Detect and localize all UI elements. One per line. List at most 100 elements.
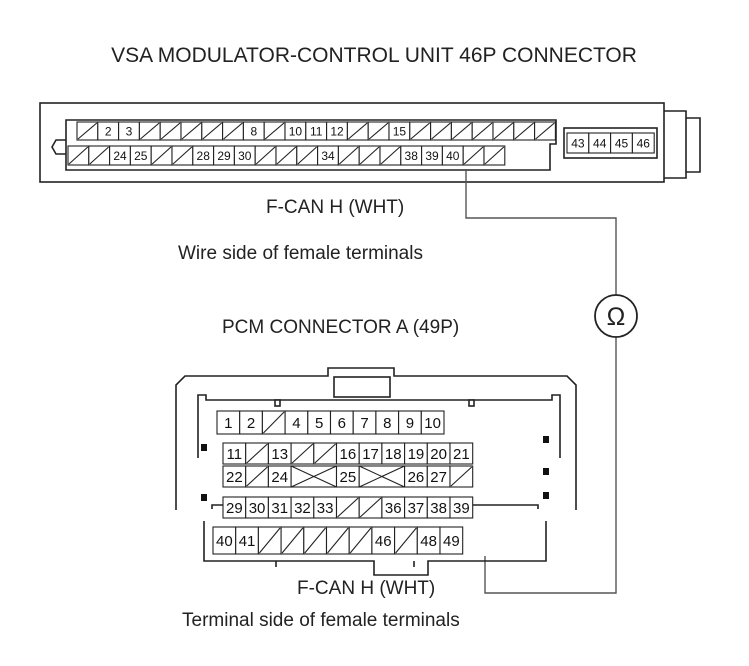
pin-number: 48 [420, 533, 437, 550]
pcm-pin: 27 [426, 465, 451, 488]
vsa-pin [337, 145, 360, 166]
vsa-pin: 15 [388, 121, 411, 141]
vsa-pin [296, 145, 319, 166]
pin-number: 24 [271, 469, 288, 486]
vsa-pin: 45 [610, 132, 633, 154]
pcm-pin: 26 [404, 465, 428, 488]
pin-number: 39 [425, 149, 439, 163]
pcm-pin: 22 [222, 465, 247, 488]
pin-number: 19 [408, 446, 425, 463]
vsa-pin [150, 145, 173, 166]
pcm-pin [394, 526, 418, 555]
vsa-pin [346, 121, 369, 141]
pcm-blank-cavity [358, 465, 406, 488]
pin-number: 24 [113, 149, 127, 163]
pcm-pin: 19 [404, 442, 428, 465]
pcm-pin: 32 [290, 496, 315, 519]
pin-number: 11 [310, 124, 323, 138]
vsa-signal-label: F-CAN H (WHT) [266, 197, 404, 218]
pin-number: 10 [289, 124, 303, 138]
pcm-latch-marks [201, 436, 549, 501]
pcm-pin: 9 [398, 410, 422, 435]
pin-number: 30 [249, 500, 266, 517]
pcm-pin: 11 [222, 442, 247, 465]
test-lead-wires [465, 170, 617, 594]
pin-number: 8 [250, 124, 257, 138]
pin-number: 41 [239, 533, 256, 550]
vsa-pin: 2 [97, 121, 120, 141]
pin-number: 40 [216, 533, 233, 550]
vsa-pin: 28 [192, 145, 215, 166]
vsa-pin [462, 145, 485, 166]
pin-number: 25 [134, 149, 148, 163]
pin-number: 17 [362, 446, 379, 463]
pin-number: 18 [385, 446, 402, 463]
pin-number: 9 [406, 415, 414, 432]
pcm-pin [290, 442, 315, 465]
vsa-pin: 8 [242, 121, 265, 141]
vsa-pin [275, 145, 298, 166]
pin-number: 49 [443, 533, 460, 550]
pin-number: 3 [126, 124, 133, 138]
vsa-pin: 12 [326, 121, 348, 141]
pcm-pin: 39 [449, 496, 474, 519]
vsa-pin [171, 145, 194, 166]
pin-number: 31 [271, 500, 288, 517]
pin-number: 2 [105, 124, 112, 138]
pin-number: 27 [430, 469, 447, 486]
pin-number: 36 [385, 500, 402, 517]
pin-number: 21 [453, 446, 470, 463]
pin-number: 15 [393, 124, 407, 138]
pin-number: 25 [340, 469, 357, 486]
vsa-pin [88, 145, 111, 166]
pin-number: 6 [338, 415, 346, 432]
pin-number: 7 [360, 415, 368, 432]
pcm-pin [449, 465, 474, 488]
pcm-connector-title: PCM CONNECTOR A (49P) [222, 317, 459, 338]
vsa-pin [513, 121, 536, 141]
vsa-pin [159, 121, 182, 141]
pin-number: 20 [430, 446, 447, 463]
pcm-pin [313, 442, 338, 465]
pcm-pin: 1 [216, 410, 241, 435]
pcm-signal-label: F-CAN H (WHT) [297, 578, 435, 599]
ohm-symbol: Ω [607, 303, 626, 331]
pcm-pin: 48 [416, 526, 441, 555]
pin-number: 32 [294, 500, 311, 517]
pcm-pin: 21 [449, 442, 474, 465]
pin-number: 29 [217, 149, 231, 163]
pcm-pin: 20 [426, 442, 451, 465]
vsa-pin: 24 [109, 145, 131, 166]
pcm-pin: 49 [439, 526, 464, 555]
vsa-pin: 39 [421, 145, 443, 166]
pin-number: 46 [375, 533, 392, 550]
pin-number: 40 [446, 149, 460, 163]
pcm-pin: 29 [222, 496, 247, 519]
vsa-view-label: Wire side of female terminals [178, 243, 423, 264]
vsa-pin [254, 145, 277, 166]
pin-number: 26 [408, 469, 425, 486]
pin-number: 12 [330, 124, 344, 138]
pcm-pin: 10 [420, 410, 445, 435]
vsa-pin [67, 145, 90, 166]
pin-number: 45 [615, 136, 629, 150]
pcm-pin: 7 [352, 410, 377, 435]
vsa-pin: 10 [284, 121, 307, 141]
pcm-pin: 13 [267, 442, 292, 465]
pin-number: 30 [238, 149, 252, 163]
pin-number: 1 [224, 415, 232, 432]
pin-number: 16 [340, 446, 357, 463]
pin-number: 39 [453, 500, 470, 517]
vsa-pin [534, 121, 556, 141]
pin-number: 44 [593, 136, 607, 150]
pcm-pin [257, 526, 282, 555]
vsa-pin [222, 121, 244, 141]
pcm-pin: 4 [284, 410, 309, 435]
vsa-pin: 38 [400, 145, 423, 166]
pin-number: 38 [405, 149, 419, 163]
vsa-pin: 34 [317, 145, 339, 166]
pcm-pin: 31 [267, 496, 292, 519]
